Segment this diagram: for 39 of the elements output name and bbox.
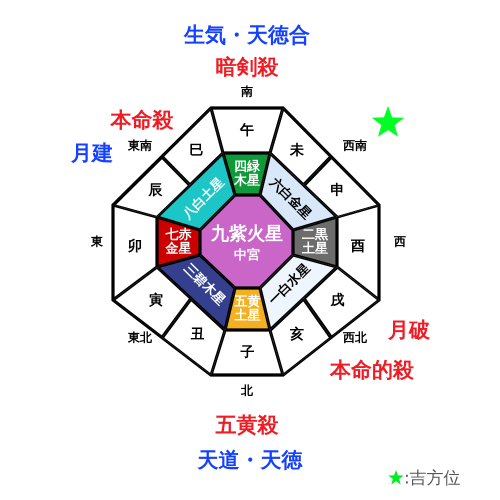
branch-label: 未 (290, 143, 304, 158)
branch-label: 子 (240, 345, 254, 360)
curse-label: 五黄殺 (216, 412, 278, 439)
direction-label: 東北 (128, 330, 152, 346)
direction-label: 東南 (128, 138, 152, 154)
branch-label: 酉 (351, 240, 365, 255)
star-name: 四緑木星 (234, 160, 260, 188)
blessing-label: 生気・天徳合 (184, 22, 310, 49)
star-name: 八白土星 (180, 176, 227, 222)
curse-label: 本命殺 (110, 107, 174, 134)
star-name: 三碧木星 (181, 262, 228, 308)
legend-label: :吉方位 (404, 468, 461, 490)
curse-label: 月破 (388, 317, 430, 344)
branch-label: 卯 (128, 240, 142, 255)
branch-label: 寅 (148, 293, 163, 308)
blessing-label: 天道・天徳 (198, 447, 302, 474)
branch-label: 辰 (148, 184, 162, 198)
branch-label: 戌 (330, 293, 345, 308)
branch-label: 申 (330, 184, 345, 198)
curse-label: 暗剣殺 (216, 54, 278, 81)
direction-label: 西南 (343, 138, 367, 154)
direction-label: 南 (241, 84, 253, 100)
center-label: 中宮 (234, 249, 260, 263)
star-name: 一白水星 (266, 262, 314, 308)
branch-label: 午 (240, 123, 254, 138)
star-name: 五黄土星 (234, 295, 260, 323)
curse-label: 本命的殺 (330, 357, 414, 384)
blessing-label: 月建 (71, 140, 113, 167)
direction-label: 東 (91, 234, 103, 250)
star-name: 六白金星 (266, 176, 314, 222)
branch-label: 亥 (290, 328, 304, 343)
direction-label: 西 (394, 234, 406, 250)
star-name: 七赤金星 (166, 228, 192, 256)
direction-label: 北 (241, 382, 253, 400)
direction-label: 西北 (343, 330, 367, 346)
star-name: 二黒土星 (302, 228, 328, 256)
branch-label: 巳 (190, 143, 204, 158)
branch-label: 丑 (190, 328, 204, 343)
star-name: 九紫火星 (211, 226, 283, 244)
